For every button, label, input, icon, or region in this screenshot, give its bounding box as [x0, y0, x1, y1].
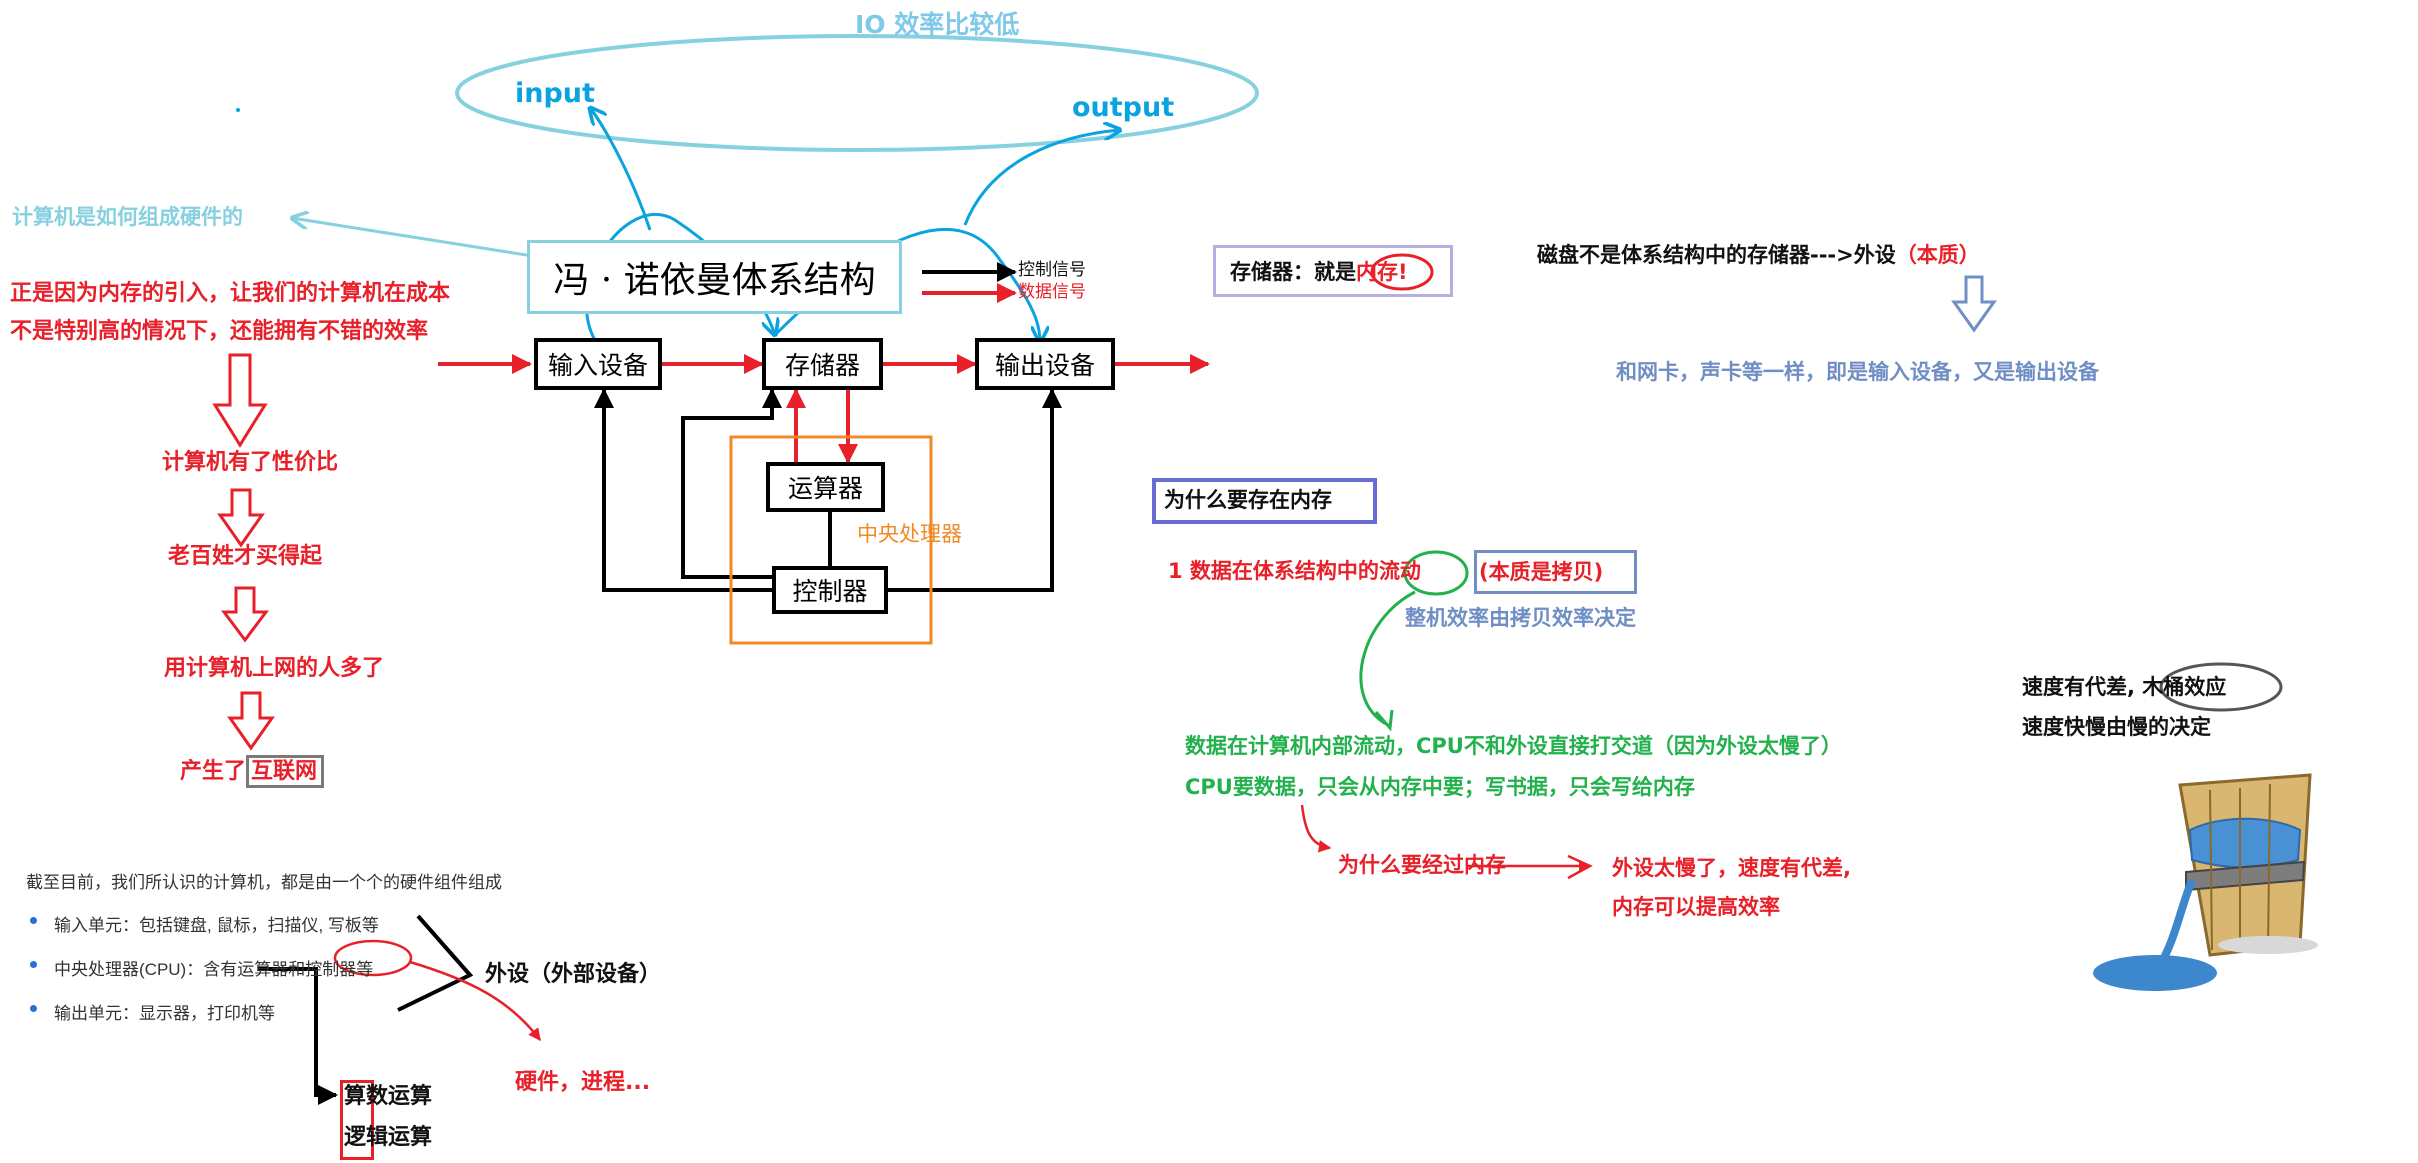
- alu-box: 运算器: [766, 462, 885, 512]
- list-item-cpu: 中央处理器(CPU)：含有运算器和控制器等: [26, 955, 502, 980]
- step-affordable: 老百姓才买得起: [168, 544, 323, 569]
- green-note-2: CPU要数据，只会从内存中要；写书据，只会写给内存: [1185, 775, 1695, 799]
- storage-memory-word: 内存: [1356, 260, 1398, 284]
- controller-word-circle: [333, 939, 413, 977]
- input-io-loop: [590, 108, 652, 231]
- slow-note-1: 外设太慢了，速度有代差,: [1612, 856, 1851, 880]
- memory-box: 存储器: [762, 338, 883, 390]
- down-arrow-1: [212, 353, 268, 448]
- reason-line-2: 不是特别高的情况下，还能拥有不错的效率: [10, 319, 429, 344]
- green-note-1: 数据在计算机内部流动，CPU不和外设直接打交道（因为外设太慢了）: [1185, 734, 1842, 758]
- bucket-shadow: [2218, 936, 2318, 954]
- reason-line-1: 正是因为内存的引入，让我们的计算机在成本: [10, 281, 451, 306]
- cpu-label: 中央处理器: [857, 522, 962, 546]
- step-cost-effective: 计算机有了性价比: [162, 450, 339, 475]
- bucket-water: [2188, 817, 2302, 869]
- controller-label: 控制器: [792, 577, 868, 606]
- arithmetic-label: 算数运算: [344, 1084, 433, 1109]
- peripheral-label: 外设（外部设备）: [485, 962, 662, 987]
- efficiency-note: 整机效率由拷贝效率决定: [1405, 606, 1636, 630]
- slow-pointer-hook: [1567, 854, 1593, 880]
- alu-branch-line: [258, 967, 338, 1105]
- output-label: output: [1072, 92, 1175, 123]
- disk-note: 磁盘不是体系结构中的存储器--->外设（本质）: [1537, 245, 1980, 266]
- io-ellipse: [455, 34, 1259, 152]
- output-device-label: 输出设备: [994, 351, 1095, 380]
- legend-control-label: 控制信号: [1018, 260, 1086, 280]
- nic-note: 和网卡，声卡等一样，即是输入设备，又是输出设备: [1616, 360, 2099, 384]
- output-io-loop: [963, 130, 1120, 226]
- first-char-highlight: [340, 1080, 374, 1160]
- bucket-note-prefix: 速度有代差,: [2022, 675, 2135, 699]
- memory-word-circle: [1370, 253, 1434, 291]
- flow-curve: [1359, 590, 1416, 727]
- flow-curve-tick: [1374, 709, 1394, 732]
- bucket-note-1: 速度有代差, 木桶效应: [2022, 677, 2226, 698]
- control-to-input-line: [594, 388, 772, 592]
- step-more-users: 用计算机上网的人多了: [164, 656, 385, 681]
- disk-down-arrow: [1951, 275, 1997, 333]
- why-pass-arrow: [1300, 804, 1332, 853]
- flow-note: 1 数据在体系结构中的流动: [1168, 561, 1421, 582]
- hardware-list: 截至目前，我们所认识的计算机，都是由一个个的硬件组件组成 输入单元：包括键盘, …: [26, 868, 502, 1043]
- down-arrow-4: [227, 691, 275, 751]
- water-leak: [2156, 878, 2196, 968]
- controller-box: 控制器: [772, 566, 888, 614]
- storage-note: 存储器：就是内存!: [1230, 262, 1408, 283]
- down-arrow-3: [221, 586, 269, 643]
- barrel-effect-circle: [2159, 662, 2283, 712]
- legend-data-label: 数据信号: [1018, 282, 1086, 302]
- flow-word: 流动: [1378, 559, 1421, 583]
- input-device-box: 输入设备: [534, 338, 662, 390]
- input-label: input: [515, 78, 595, 109]
- step-internet: 产生了互联网: [180, 755, 325, 788]
- storage-note-prefix: 存储器：就是: [1230, 260, 1356, 284]
- storage-note-box: [1213, 245, 1453, 297]
- arch-title-text: 冯 · 诺依曼体系结构: [553, 260, 876, 301]
- output-device-box: 输出设备: [975, 338, 1115, 390]
- why-title-box: [1152, 478, 1377, 524]
- flow-word-circle: [1403, 550, 1469, 596]
- flow-note-prefix: 1 数据在体系结构中的: [1168, 559, 1379, 583]
- hardware-question: 计算机是如何组成硬件的: [12, 205, 243, 229]
- disk-essence: （本质）: [1895, 243, 1980, 267]
- bucket-band: [2185, 860, 2306, 892]
- hardware-intro: 截至目前，我们所认识的计算机，都是由一个个的硬件组件组成: [26, 873, 502, 892]
- why-memory-title: 为什么要存在内存: [1164, 488, 1332, 512]
- logic-label: 逻辑运算: [344, 1125, 433, 1150]
- flow-essence: (本质是拷贝): [1479, 560, 1604, 584]
- flow-arrows: [212, 353, 275, 751]
- control-to-output-line: [888, 388, 1062, 592]
- io-title: IO 效率比较低: [855, 10, 1020, 39]
- memory-label: 存储器: [784, 351, 860, 380]
- dot-mark: [236, 108, 240, 112]
- storage-note-suffix: !: [1398, 260, 1408, 284]
- disk-note-text: 磁盘不是体系结构中的存储器--->外设: [1537, 243, 1896, 267]
- bucket-staves: [2209, 783, 2271, 952]
- internet-word: 互联网: [246, 755, 325, 788]
- hw-process-arrow: [409, 960, 541, 1041]
- list-item-input-unit: 输入单元：包括键盘, 鼠标，扫描仪, 写板等: [26, 911, 502, 936]
- down-arrow-2: [217, 488, 265, 548]
- hw-process-label: 硬件，进程...: [515, 1070, 651, 1095]
- control-to-memory-line: [681, 388, 782, 579]
- bucket-note-2: 速度快慢由慢的决定: [2022, 715, 2211, 739]
- step-internet-prefix: 产生了: [180, 759, 247, 784]
- peripheral-bracket: [397, 914, 474, 1012]
- water-puddle: [2093, 955, 2217, 991]
- question-pointer-arrow: [292, 218, 559, 262]
- slow-note-2: 内存可以提高效率: [1612, 895, 1780, 919]
- input-device-label: 输入设备: [547, 351, 648, 380]
- barrel-effect-word: 木桶效应: [2142, 675, 2227, 699]
- list-item-output-unit: 输出单元：显示器，打印机等: [26, 999, 502, 1024]
- bucket-illustration: [2093, 773, 2318, 991]
- alu-label: 运算器: [787, 474, 863, 503]
- why-pass-memory: 为什么要经过内存: [1338, 853, 1506, 877]
- flow-essence-box: [1474, 550, 1637, 594]
- arch-title: 冯 · 诺依曼体系结构: [527, 240, 902, 314]
- cpu-box: [729, 435, 933, 645]
